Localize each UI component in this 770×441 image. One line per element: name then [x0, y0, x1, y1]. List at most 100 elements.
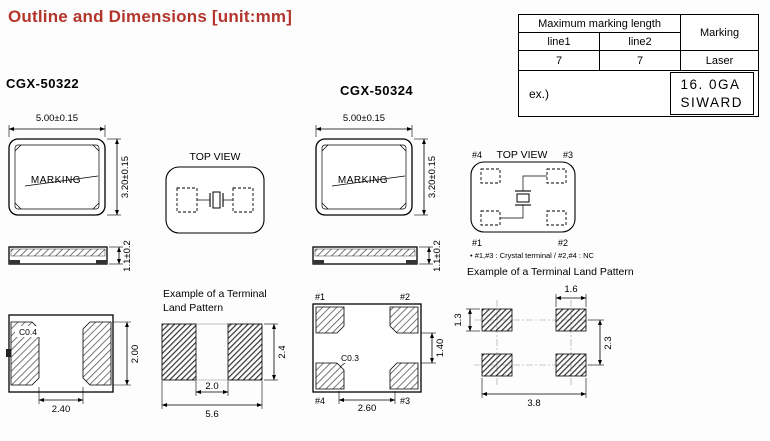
example-line2: SIWARD: [680, 94, 743, 110]
pad-vgap-label: 1.40: [435, 339, 446, 358]
land-pad-3: [555, 353, 587, 377]
terminal-pad-left: [10, 321, 40, 386]
pad-gap-label: 2.40: [52, 404, 71, 415]
terminal-pad-1: [315, 306, 345, 334]
crystal-pad-left: [176, 187, 198, 213]
land-pad-height-label: 1.3: [453, 313, 464, 326]
cgx50322-thickness-dimension: 1.1±0.2: [109, 240, 133, 272]
marking-text: MARKING: [31, 175, 81, 186]
land-width-label: 3.8: [527, 398, 540, 409]
land-width-label: 5.6: [205, 409, 218, 420]
side-pad-right: [406, 260, 417, 264]
cgx50324-pad-gap-dimension: 2.60: [338, 391, 396, 414]
thickness-dim-label: 1.1±0.2: [432, 240, 443, 272]
cgx50324-pad-vgap-dimension: 1.40: [421, 332, 446, 364]
cgx50324-land-pattern: [474, 300, 592, 386]
model-label-cgx-50324: CGX-50324: [340, 83, 413, 98]
cgx50322-pad-gap-dimension: 2.40: [38, 387, 84, 415]
cgx50322-land-height-dimension: 2.4: [264, 323, 288, 381]
land-pad-right: [227, 323, 263, 381]
orientation-mark: [6, 349, 11, 357]
top-view-pin4-label: #4: [472, 150, 482, 160]
pad-gap-label: 2.60: [358, 403, 377, 414]
cgx50322-pad-height-dimension: 2.00: [113, 321, 141, 386]
page-title: Outline and Dimensions [unit:mm]: [8, 7, 293, 26]
cgx50322-top-view: TOP VIEW: [165, 151, 265, 234]
example-label: ex.): [529, 86, 550, 101]
cgx50324-thickness-dimension: 1.1±0.2: [419, 240, 443, 272]
pad-1: [480, 210, 501, 226]
bottom-pin2-label: #2: [400, 292, 410, 302]
land-height-label: 2.4: [277, 345, 288, 358]
marking-header: Marking: [680, 14, 759, 51]
land-pad-4: [481, 353, 513, 377]
cgx50322-land-gap-dimension: 2.0: [195, 381, 229, 396]
cgx50322-package-outline: MARKING: [8, 138, 106, 216]
land-pattern-title-line1: Example of a Terminal: [163, 288, 267, 300]
width-dim-label: 5.00±0.15: [343, 113, 385, 124]
terminal-pad-4: [315, 362, 345, 390]
side-pad-right: [96, 260, 107, 264]
crystal-symbol: [197, 191, 233, 209]
pad-2: [546, 210, 567, 226]
marking-length-header: Maximum marking length: [518, 14, 681, 33]
height-dim-label: 3.20±0.15: [120, 156, 131, 198]
crystal-symbol: [500, 175, 547, 219]
top-view-pin3-label: #3: [563, 150, 573, 160]
chamfer-label: C0.3: [341, 353, 359, 363]
terminal-pad-2: [389, 306, 419, 334]
chamfer-label: C0.4: [19, 327, 37, 337]
line2-header: line2: [599, 32, 681, 51]
marking-text: MARKING: [338, 175, 388, 186]
terminal-pad-3: [389, 362, 419, 390]
cgx50324-land-padheight-dimension: 1.3: [453, 308, 480, 332]
cgx50324-land-padwidth-dimension: 1.6: [555, 284, 587, 307]
thickness-dim-label: 1.1±0.2: [122, 240, 133, 272]
pad-3: [546, 168, 567, 184]
cgx50324-side-view: [312, 246, 418, 265]
model-label-cgx-50322: CGX-50322: [6, 76, 79, 91]
top-view-label: TOP VIEW: [190, 151, 241, 163]
terminal-pad-right: [82, 321, 112, 386]
marking-table: Maximum marking length Marking line1 lin…: [518, 14, 759, 118]
cgx50324-land-width-dimension: 3.8: [481, 378, 587, 409]
top-view-pin1-label: #1: [472, 238, 482, 248]
cgx50322-side-view: [8, 246, 108, 265]
bottom-pin4-label: #4: [315, 396, 325, 406]
cgx50322-land-width-dimension: 5.6: [161, 381, 263, 420]
pad-4: [480, 168, 501, 184]
land-gap-label: 2.0: [205, 381, 218, 392]
land-pad-width-label: 1.6: [564, 284, 577, 295]
terminal-note: • #1,#3 : Crystal terminal / #2,#4 : NC: [470, 251, 595, 260]
crystal-pad-right: [232, 187, 254, 213]
land-pad-1: [481, 308, 513, 332]
cgx50322-width-dimension: 5.00±0.15: [8, 113, 106, 137]
side-pad-left: [9, 260, 20, 264]
side-pad-left: [313, 260, 324, 264]
bottom-pin1-label: #1: [315, 292, 325, 302]
cgx50324-bottom-view: #1 #2 C0.3 #4 #3: [312, 292, 422, 406]
height-dim-label: 3.20±0.15: [427, 156, 438, 198]
cgx50322-land-pattern: [161, 323, 263, 381]
cgx50324-top-view: #4 TOP VIEW #3 #1 #2 • #1,#3 : Crystal t…: [470, 149, 595, 260]
cgx50322-height-dimension: 3.20±0.15: [107, 138, 131, 216]
pad-height-label: 2.00: [130, 345, 141, 364]
land-pad-2: [555, 308, 587, 332]
land-vpitch-label: 2.3: [603, 336, 614, 349]
cgx50324-land-vpitch-dimension: 2.3: [588, 319, 614, 366]
cgx50324-height-dimension: 3.20±0.15: [414, 138, 438, 216]
land-pattern-title: Example of a Terminal Land Pattern: [467, 266, 634, 278]
land-pattern-title-line2: Land Pattern: [163, 302, 223, 314]
bottom-pin3-label: #3: [400, 396, 410, 406]
land-pad-left: [161, 323, 197, 381]
cgx50322-bottom-view: C0.4: [6, 314, 114, 393]
marking-example-cell: ex.) 16. 0GA SIWARD: [518, 69, 759, 118]
top-view-label: TOP VIEW: [497, 149, 548, 161]
width-dim-label: 5.00±0.15: [36, 113, 78, 124]
top-view-pin2-label: #2: [558, 238, 568, 248]
cgx50324-width-dimension: 5.00±0.15: [315, 113, 413, 137]
example-line1: 16. 0GA: [680, 77, 741, 92]
cgx50324-package-outline: MARKING: [315, 138, 413, 216]
